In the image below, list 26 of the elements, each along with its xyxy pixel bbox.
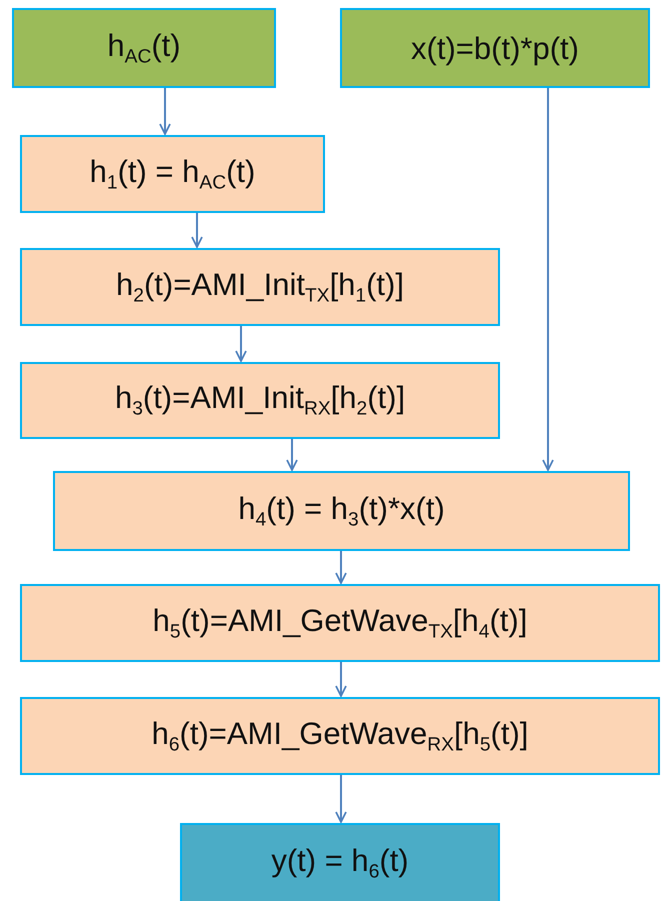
formula-text: h$_{4}$(t) = h$_{3}$(t)*x(t) <box>238 492 445 530</box>
formula-text: h$_{3}$(t)=AMI_Init$_{RX}$[h$_{2}$(t)] <box>114 382 406 419</box>
formula-text: y(t) = h$_{6}$(t) <box>271 844 409 882</box>
arrow <box>542 88 554 471</box>
arrow <box>286 439 298 471</box>
formula-text: x(t)=b(t)*p(t) <box>411 32 579 64</box>
process-box <box>180 823 500 901</box>
arrow <box>335 551 347 584</box>
process-box <box>340 8 650 88</box>
process-box <box>20 697 660 775</box>
formula-text: h$_{5}$(t)=AMI_GetWave$_{TX}$[h$_{4}$(t)] <box>152 604 528 642</box>
formula-text: h$_{2}$(t)=AMI_Init$_{TX}$[h$_{1}$(t)] <box>116 268 404 306</box>
process-box <box>20 584 660 662</box>
formula-text: h$_{1}$(t) = h$_{AC}$(t) <box>90 156 256 192</box>
arrow <box>335 662 347 697</box>
process-box <box>20 135 325 213</box>
arrow <box>235 326 247 362</box>
arrow <box>191 213 203 248</box>
process-box <box>20 362 500 439</box>
formula-text: h$_{6}$(t)=AMI_GetWave$_{RX}$[h$_{5}$(t)] <box>152 718 528 754</box>
arrow <box>335 775 347 823</box>
process-box <box>12 8 276 88</box>
formula-text: h$_{AC}$(t) <box>107 30 181 66</box>
process-box <box>20 248 500 326</box>
process-box <box>53 471 630 551</box>
arrow <box>159 88 171 135</box>
